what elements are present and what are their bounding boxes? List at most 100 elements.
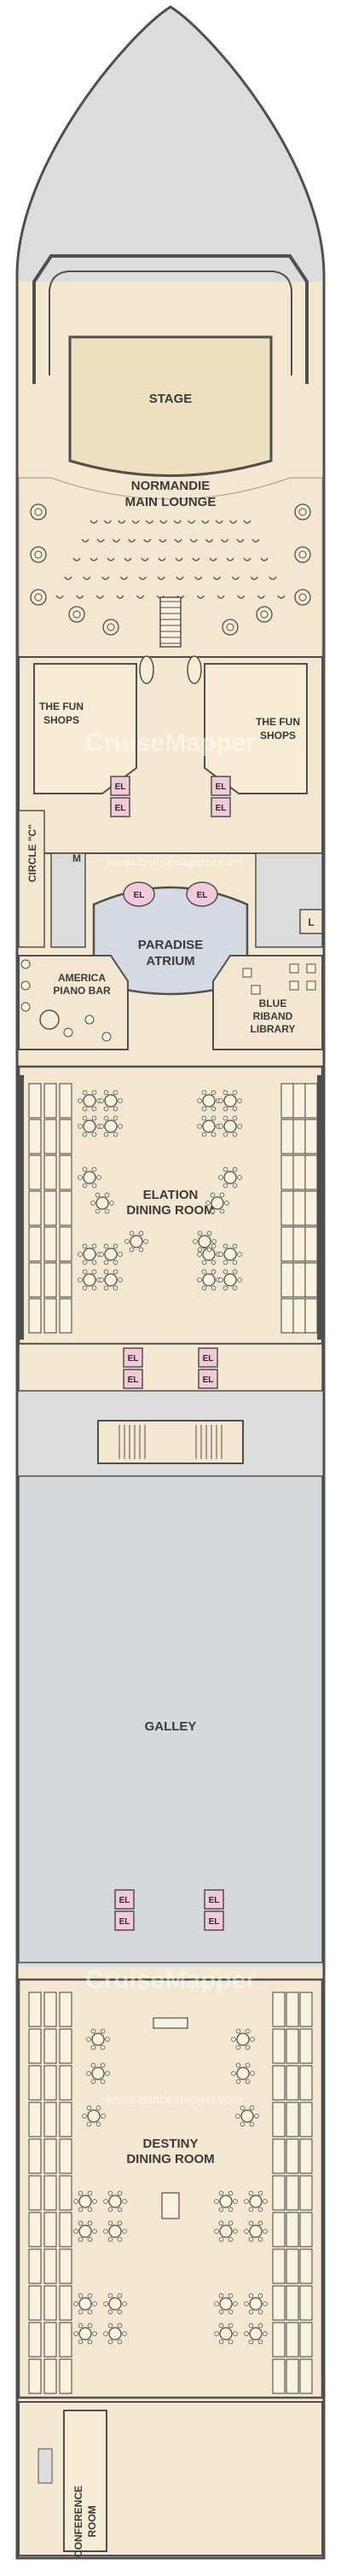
chair — [104, 1208, 110, 1214]
chair — [113, 1259, 118, 1265]
lounge-seat — [237, 595, 246, 599]
booth-table — [299, 2322, 313, 2358]
booth-table — [43, 1190, 57, 1226]
chair — [201, 1106, 207, 1112]
round-table — [104, 1119, 118, 1133]
chair — [73, 2199, 78, 2204]
library-label-1: BLUE — [259, 997, 287, 1009]
lounge-seat — [124, 557, 132, 561]
chair — [82, 1131, 88, 1137]
chair — [232, 1106, 238, 1112]
chair — [237, 1252, 242, 1257]
chair — [223, 1106, 228, 1112]
lounge-table — [72, 610, 81, 619]
chair — [122, 2301, 127, 2306]
lounge-table — [34, 550, 43, 559]
chair — [99, 1098, 104, 1103]
booth-table — [286, 2322, 299, 2358]
round-table — [87, 2109, 101, 2123]
chair — [248, 2339, 254, 2345]
lounge-table-cluster — [294, 503, 311, 520]
chair — [122, 2331, 127, 2336]
chair — [233, 2229, 238, 2234]
booth-table — [304, 1262, 318, 1298]
lounge-seat — [196, 595, 205, 599]
main-lounge-label-2: MAIN LOUNGE — [125, 495, 217, 509]
chair — [223, 1115, 228, 1121]
chair — [211, 1259, 217, 1265]
library-chair — [289, 963, 299, 974]
watermark-brand-1: CruiseMapper — [85, 729, 256, 757]
destiny-label-2: DINING ROOM — [126, 2152, 214, 2166]
lounge-seat — [226, 557, 234, 561]
chair — [223, 1183, 228, 1189]
chair — [201, 1269, 207, 1275]
booth-table — [286, 2248, 299, 2284]
chair — [105, 2071, 110, 2076]
chair — [95, 1192, 101, 1198]
lounge-seat — [209, 557, 217, 561]
chair — [82, 1166, 88, 1172]
lounge-seat — [95, 595, 104, 599]
chair — [87, 2309, 93, 2315]
booth-table — [28, 2285, 42, 2321]
chair — [78, 1175, 83, 1180]
booth-table — [280, 1226, 294, 1262]
chair — [210, 1208, 216, 1214]
chair — [100, 2044, 106, 2050]
chair — [197, 1230, 203, 1236]
chair — [228, 2190, 234, 2196]
chair — [82, 1106, 88, 1112]
service-station — [153, 2017, 188, 2029]
piano-bar-seat — [20, 959, 31, 969]
booth-table — [280, 1083, 294, 1119]
chair — [223, 1243, 228, 1249]
booth-table — [59, 1992, 72, 2027]
booth-table — [28, 1154, 42, 1190]
chair — [237, 1124, 242, 1129]
atrium-el-left: EL — [134, 891, 145, 900]
service-block-left — [50, 852, 86, 948]
chair — [117, 2309, 123, 2315]
round-table — [130, 1235, 143, 1248]
piano-bar-seat — [20, 980, 31, 991]
booth-table — [292, 1262, 306, 1298]
lounge-table-cluster — [256, 606, 273, 623]
chair — [124, 1239, 130, 1244]
chair — [257, 2220, 263, 2226]
chair — [104, 1192, 110, 1198]
destiny-tables — [28, 1992, 313, 2394]
round-table — [219, 2327, 233, 2340]
chair — [232, 1131, 238, 1137]
circle-c-label: CIRCLE "C" — [26, 824, 38, 882]
library-area — [212, 955, 323, 1050]
chair — [129, 1230, 135, 1236]
round-table — [95, 1196, 109, 1210]
chair — [249, 2121, 255, 2127]
chair — [92, 2331, 97, 2336]
chair — [237, 1098, 242, 1103]
chair — [193, 1239, 198, 1244]
chair — [82, 1243, 88, 1249]
elevator-label: EL — [119, 1896, 130, 1905]
booth-table — [280, 1190, 294, 1226]
main-lounge-label-1: NORMANDIE — [131, 479, 211, 493]
booth-table — [43, 2138, 57, 2174]
chair — [103, 2301, 108, 2306]
booth-table — [28, 2212, 42, 2247]
lounge-seat — [189, 538, 198, 543]
stage-label: STAGE — [149, 392, 193, 406]
chair — [103, 1106, 109, 1112]
chair — [232, 1166, 238, 1172]
lounge-table-cluster — [102, 619, 119, 636]
lounge-seat — [96, 538, 105, 543]
booth-table — [43, 2358, 57, 2394]
booth-table — [59, 1119, 72, 1154]
chair — [214, 2331, 219, 2336]
round-table — [223, 1094, 237, 1108]
lounge-seat — [277, 595, 286, 599]
elevator-label: EL — [203, 1375, 214, 1385]
chair — [90, 1201, 95, 1206]
booth-table — [272, 2028, 286, 2064]
chair — [86, 2121, 92, 2127]
